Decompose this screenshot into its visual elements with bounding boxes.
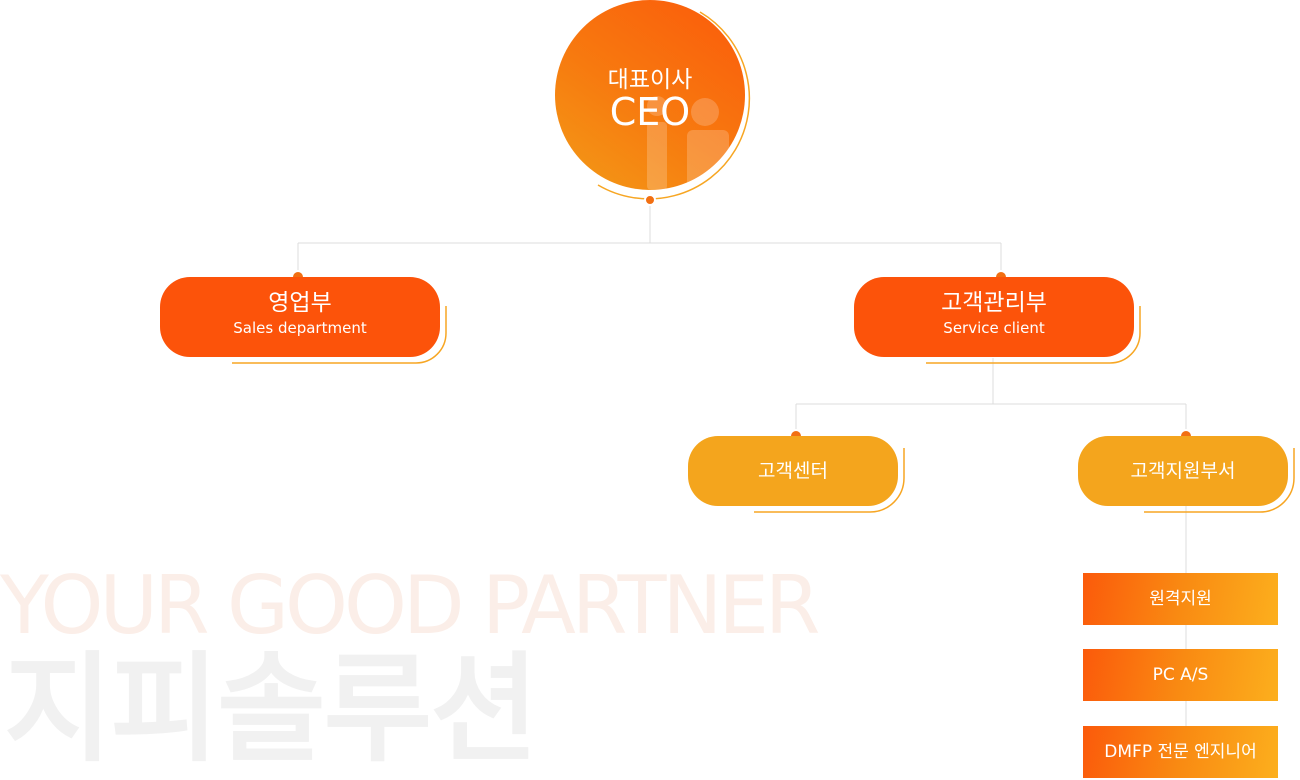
service-client-node: 고객관리부 Service client [854, 277, 1134, 357]
remote-support-box: 원격지원 [1083, 573, 1278, 625]
customer-support-node: 고객지원부서 [1078, 436, 1288, 506]
pc-as-box: PC A/S [1083, 649, 1278, 701]
department-subtitle: Service client [943, 319, 1045, 337]
department-title: 영업부 [268, 290, 332, 316]
dmfp-engineer-box: DMFP 전문 엔지니어 [1083, 726, 1278, 778]
department-title: 고객관리부 [941, 290, 1047, 316]
ceo-title-korean: 대표이사 [607, 67, 693, 93]
person-figure-icon [647, 96, 729, 190]
department-subtitle: Sales department [233, 319, 367, 337]
sales-department-node: 영업부 Sales department [160, 277, 440, 357]
ceo-node: 대표이사 CEO [555, 0, 745, 190]
customer-center-node: 고객센터 [688, 436, 898, 506]
watermark-korean: 지피솔루션 [4, 640, 539, 778]
watermark-english: YOUR GOOD PARTNER [0, 559, 820, 652]
ceo-title-english: CEO [609, 90, 691, 134]
